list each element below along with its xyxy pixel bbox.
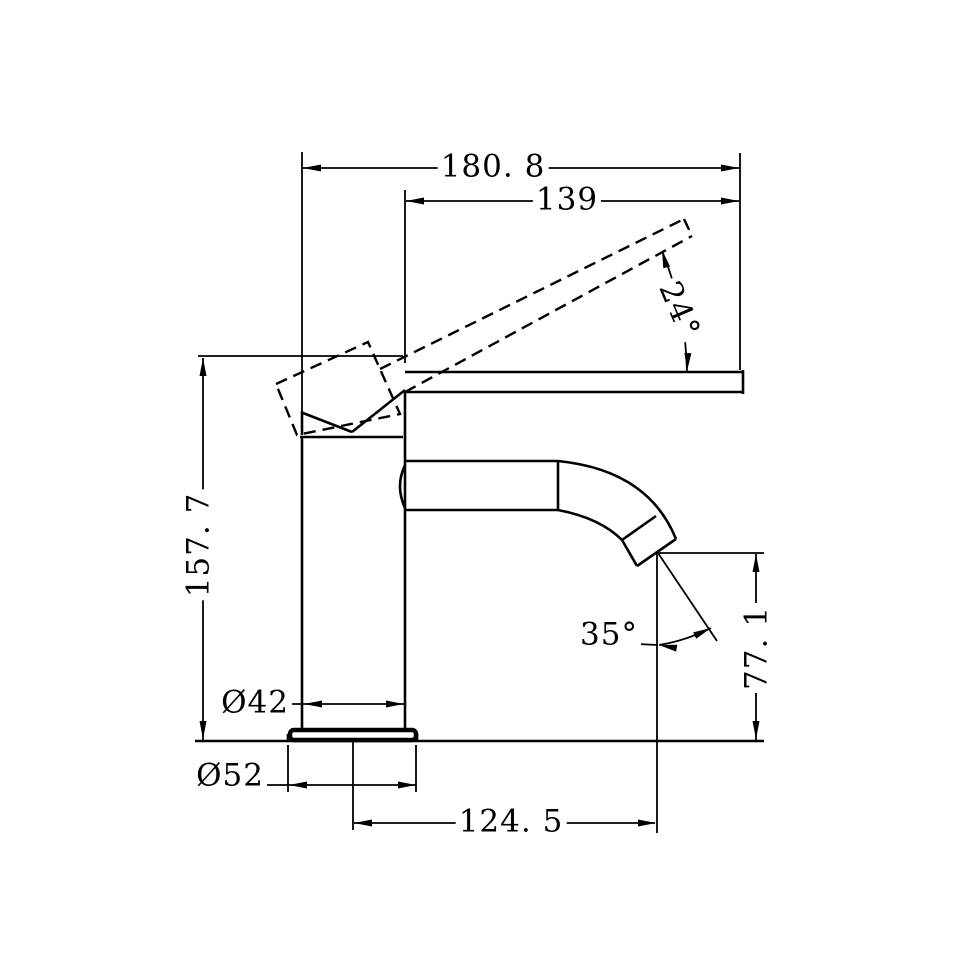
faucet-body-outline bbox=[300, 392, 407, 729]
dimension-lines bbox=[198, 152, 764, 833]
dimension-arrowheads bbox=[199, 164, 760, 827]
faucet-handle-phantom bbox=[274, 217, 694, 437]
dimension-label-spout-reach: 139 bbox=[532, 184, 602, 217]
dimension-label-body-diameter: Ø42 bbox=[218, 687, 292, 720]
faucet-base bbox=[286, 727, 419, 743]
faucet-handle-solid bbox=[300, 370, 745, 435]
dimension-label-outlet-angle: 35° bbox=[577, 619, 641, 652]
dimension-label-overall-height: 157. 7 bbox=[181, 489, 217, 601]
faucet-spout bbox=[405, 459, 678, 568]
dimension-label-outlet-offset: 124. 5 bbox=[455, 806, 567, 839]
dimension-label-total-reach: 180. 8 bbox=[437, 151, 549, 184]
dimension-label-outlet-height: 77. 1 bbox=[739, 603, 775, 693]
dimension-label-base-diameter: Ø52 bbox=[193, 760, 267, 793]
